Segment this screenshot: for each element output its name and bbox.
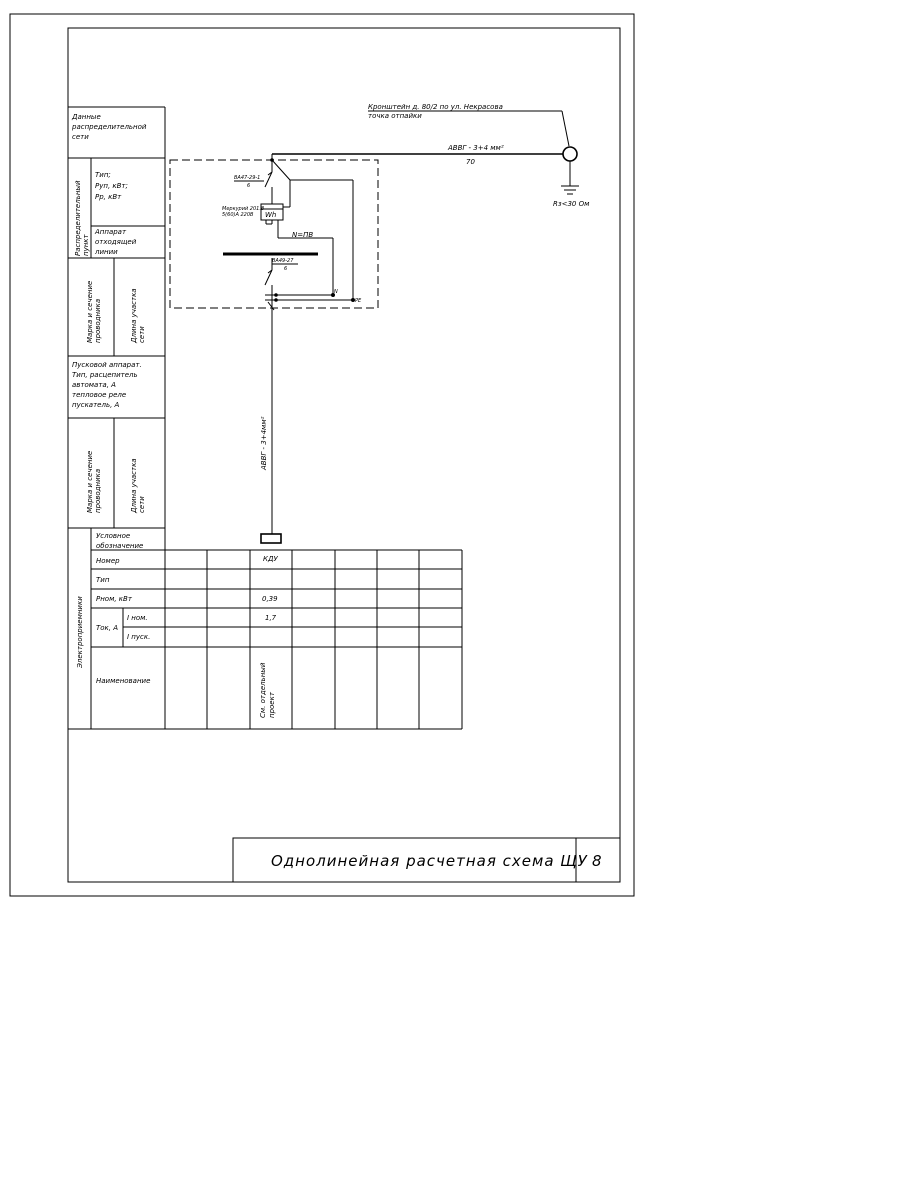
network-data-line-2: распределительной xyxy=(71,123,147,131)
outgoing-apparatus-line-2: отходящей xyxy=(95,238,137,246)
starting-apparatus-line-5: пускатель, А xyxy=(72,401,120,409)
dist-point-label-1: Распределительный xyxy=(74,180,82,256)
drawing-title: Однолинейная расчетная схема ЩУ xyxy=(271,852,588,870)
wire-brand-1-line-2: проводника xyxy=(94,299,102,343)
type-power-line-1: Тип; xyxy=(95,171,111,179)
outgoing-apparatus-line-1: Аппарат xyxy=(94,228,127,236)
segment-length-2-line-2: сети xyxy=(138,496,146,513)
out-breaker-contact xyxy=(264,269,273,286)
main-breaker-label: ВА47-29-1 xyxy=(234,175,260,181)
single-line-diagram: Кронштейн д. 80/2 по ул. Некрасова точка… xyxy=(169,103,590,544)
istart-label: I пуск. xyxy=(127,633,150,641)
meter-spec: 5(60)А 220В xyxy=(222,212,254,218)
name-label: Наименование xyxy=(96,677,150,685)
meter-symbol: Wh xyxy=(265,211,276,219)
network-data-line-3: сети xyxy=(72,133,89,141)
starting-apparatus-line-3: автомата, А xyxy=(72,381,116,389)
load-box xyxy=(260,533,282,544)
receiver-number: КДУ xyxy=(263,555,278,563)
receivers-table: КДУ 0,39 1,7 См. отдельный проект xyxy=(91,549,463,729)
type-power-line-3: Рр, кВт xyxy=(95,193,122,201)
cable-out-label: АВВГ - 3+4мм² xyxy=(260,416,268,471)
starting-apparatus-line-4: тепловое реле xyxy=(72,391,126,399)
out-breaker-rating: 6 xyxy=(284,266,287,272)
drawing-frame xyxy=(67,27,621,883)
left-table: Данные распределительной сети Распредели… xyxy=(68,106,462,730)
receivers-side-label: Электроприемники xyxy=(76,596,84,669)
paper-border xyxy=(9,13,635,897)
cable-in-label: АВВГ - 3+4 мм² xyxy=(447,144,504,152)
connection-point-label: точка отпайки xyxy=(368,112,422,120)
inom-label: I ном. xyxy=(127,614,148,622)
starting-apparatus-line-2: Тип, расцепитель xyxy=(72,371,138,379)
sheet-number: 8 xyxy=(592,852,603,870)
outgoing-apparatus-line-3: линии xyxy=(94,248,118,256)
starting-apparatus-line-1: Пусковой аппарат. xyxy=(72,361,142,369)
connection-node xyxy=(562,146,578,162)
n-terminal-label: N xyxy=(334,289,338,295)
ground-resistance: Rз<30 Ом xyxy=(553,200,590,208)
segment-length-1-line-1: Длина участка xyxy=(130,288,138,344)
segment-length-2-line-1: Длина участка xyxy=(130,458,138,514)
receiver-pnom: 0,39 xyxy=(262,595,278,603)
network-data-line-1: Данные xyxy=(71,113,101,121)
receiver-name-line-1: См. отдельный xyxy=(259,662,267,718)
type-power-line-2: Руп, кВт; xyxy=(95,182,128,190)
supply-leader-drop xyxy=(561,110,570,147)
type-label: Тип xyxy=(96,576,110,584)
symbol-label-2: обозначение xyxy=(96,542,143,550)
segment-length-1-line-2: сети xyxy=(138,326,146,343)
receiver-name-line-2: проект xyxy=(268,691,276,718)
wire-brand-2-line-1: Марка и сечение xyxy=(86,451,94,513)
dist-point-label-2: пункт xyxy=(82,233,90,256)
pe-terminal-label: PE xyxy=(355,298,362,304)
cable-in-length: 70 xyxy=(466,158,475,166)
main-breaker-rating: 6 xyxy=(247,183,250,189)
out-breaker-label: ВА49-27 xyxy=(272,258,294,264)
receiver-inom: 1,7 xyxy=(265,614,277,622)
meter-model: Меркурий 201.8 xyxy=(222,206,264,212)
main-breaker-contact xyxy=(264,171,273,188)
title-block: Однолинейная расчетная схема ЩУ 8 xyxy=(232,837,621,883)
symbol-label-1: Условное xyxy=(96,532,130,540)
number-label: Номер xyxy=(96,557,120,565)
supply-label: Кронштейн д. 80/2 по ул. Некрасова xyxy=(368,103,503,111)
neutral-pe-label: N=ПВ xyxy=(292,231,313,239)
wire-brand-2-line-2: проводника xyxy=(94,469,102,513)
pnom-label: Рном, кВт xyxy=(96,595,133,603)
panel-enclosure xyxy=(169,159,379,309)
current-label: Ток, А xyxy=(96,624,118,632)
wire-brand-1-line-1: Марка и сечение xyxy=(86,281,94,343)
